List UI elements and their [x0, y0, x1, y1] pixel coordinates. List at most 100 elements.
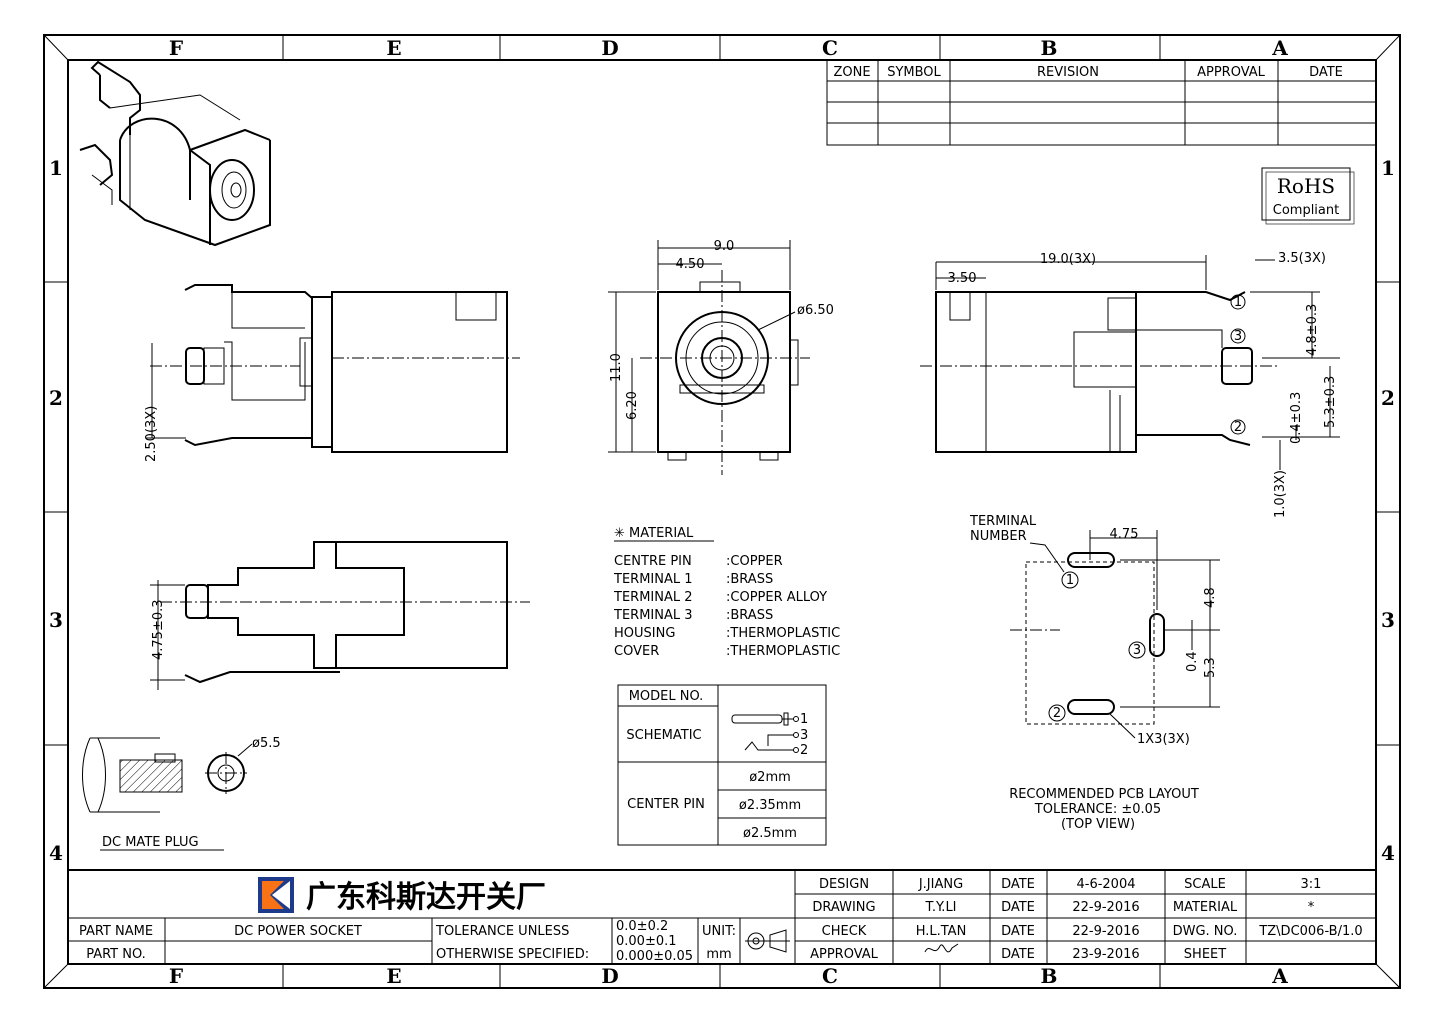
zone-bottom-f: F — [169, 964, 183, 988]
right-pin-1: 1 — [1234, 295, 1242, 310]
pcb-terminal-label-2: NUMBER — [970, 529, 1027, 544]
isometric-view — [79, 60, 271, 247]
title-block: 广东科斯达开关厂 DESIGN J.JIANG DATE 4-6-2004 SC… — [68, 869, 1376, 964]
pcb-caption-2: TOLERANCE: ±0.05 — [1034, 802, 1161, 817]
company-name: 广东科斯达开关厂 — [306, 880, 546, 915]
tb-part-no-lbl: PART NO. — [86, 947, 146, 962]
schematic-label: SCHEMATIC — [626, 728, 701, 743]
material-part-0: CENTRE PIN — [614, 554, 692, 569]
right-pin-2: 2 — [1234, 420, 1242, 435]
tb-drawing-date: 22-9-2016 — [1072, 900, 1139, 915]
material-part-4: HOUSING — [614, 626, 675, 641]
tb-scale: SCALE — [1184, 877, 1226, 892]
zone-top-c: C — [822, 36, 838, 60]
rohs-subtitle: Compliant — [1273, 203, 1339, 218]
row-right-2: 2 — [1381, 386, 1395, 410]
row-right-4: 4 — [1381, 841, 1395, 865]
right-dim-length: 19.0(3X) — [1040, 252, 1096, 267]
front-dim-width: 9.0 — [714, 239, 735, 254]
tb-drawing-by: T.Y.LI — [924, 900, 956, 915]
front-view: 9.0 4.50 11.0 6.20 ø6.50 — [608, 239, 834, 475]
rev-header-approval: APPROVAL — [1197, 65, 1266, 80]
revision-table: ZONE SYMBOL REVISION APPROVAL DATE — [826, 59, 1377, 146]
tb-dwg-no: DWG. NO. — [1173, 924, 1238, 939]
schematic-symbol: 1 3 2 — [731, 712, 808, 758]
mate-plug-label: DC MATE PLUG — [102, 835, 199, 850]
tb-sheet: SHEET — [1184, 947, 1226, 962]
pcb-pin-1: 1 — [1066, 573, 1074, 588]
material-value-0: :COPPER — [726, 554, 783, 569]
pin-size-1: ø2.35mm — [739, 798, 801, 813]
tb-check-date-lbl: DATE — [1001, 924, 1035, 939]
tb-tol-2: OTHERWISE SPECIFIED: — [436, 947, 589, 962]
tb-check-by: H.L.TAN — [916, 924, 967, 939]
row-left-2: 2 — [49, 386, 63, 410]
tb-part-name-lbl: PART NAME — [79, 924, 153, 939]
front-dim-center: 6.20 — [625, 391, 640, 420]
right-dim-b: 5.3±0.3 — [1323, 376, 1338, 428]
mate-plug: ø5.5 DC MATE PLUG — [82, 736, 281, 851]
zone-bottom-e: E — [386, 964, 401, 988]
sch-label-3: 3 — [800, 728, 808, 743]
front-dim-dia: ø6.50 — [797, 303, 834, 318]
pcb-pin-2: 2 — [1053, 706, 1061, 721]
tb-scale-val: 3:1 — [1301, 877, 1322, 892]
rohs-badge: RoHS Compliant — [1261, 167, 1355, 225]
pcb-layout: 4.75 4.8 0.4 5.3 1 3 2 TERMINAL NUMBER 1… — [969, 514, 1220, 832]
zone-bottom-d: D — [601, 964, 618, 988]
pin-size-0: ø2mm — [749, 770, 791, 785]
sch-label-1: 1 — [800, 712, 808, 727]
material-value-3: :BRASS — [726, 608, 773, 623]
zone-dividers — [44, 35, 1400, 988]
right-dim-tip: 3.5(3X) — [1278, 251, 1326, 266]
rev-header-date: DATE — [1309, 65, 1343, 80]
zone-bottom-a: A — [1271, 964, 1288, 988]
material-part-2: TERMINAL 2 — [613, 590, 693, 605]
pcb-pin-3: 3 — [1133, 643, 1141, 658]
material-part-3: TERMINAL 3 — [613, 608, 693, 623]
tb-tol-b: 0.00±0.1 — [616, 934, 677, 949]
bottom-dim-width: 4.75±0.3 — [151, 599, 166, 660]
tb-tol-c: 0.000±0.05 — [616, 949, 693, 964]
tb-dwg-no-val: TZ\DC006-B/1.0 — [1258, 924, 1362, 939]
zone-top-a: A — [1271, 36, 1288, 60]
zone-bottom-c: C — [822, 964, 838, 988]
row-left-1: 1 — [49, 156, 63, 180]
company-logo-icon — [258, 877, 294, 913]
tb-material-val: * — [1308, 900, 1315, 915]
tb-unit-val: mm — [706, 947, 731, 962]
tb-drawing-date-lbl: DATE — [1001, 900, 1035, 915]
row-right-3: 3 — [1381, 608, 1395, 632]
rev-header-symbol: SYMBOL — [887, 65, 941, 80]
sch-label-2: 2 — [800, 743, 808, 758]
tb-unit-lbl: UNIT: — [702, 924, 736, 939]
row-left-4: 4 — [49, 841, 63, 865]
tb-design-date: 4-6-2004 — [1076, 877, 1135, 892]
row-left-3: 3 — [49, 608, 63, 632]
pcb-dim-b: 5.3 — [1203, 657, 1218, 678]
model-no-label: MODEL NO. — [629, 689, 704, 704]
tb-tol-1: TOLERANCE UNLESS — [435, 924, 569, 939]
zone-top-d: D — [601, 36, 618, 60]
zone-top-f: F — [169, 36, 183, 60]
tb-approval: APPROVAL — [810, 947, 879, 962]
right-dim-left: 3.50 — [948, 271, 977, 286]
side-dim-pitch: 2.50(3X) — [144, 406, 159, 462]
material-value-4: :THERMOPLASTIC — [726, 626, 840, 641]
pcb-slot: 1X3(3X) — [1137, 732, 1190, 747]
mate-plug-dia: ø5.5 — [252, 736, 281, 751]
row-right-1: 1 — [1381, 156, 1395, 180]
center-pin-label: CENTER PIN — [627, 797, 705, 812]
tb-approval-date: 23-9-2016 — [1072, 947, 1139, 962]
zone-bottom-b: B — [1041, 964, 1058, 988]
projection-symbol-icon — [745, 929, 790, 953]
pcb-dim-h: 4.8 — [1203, 587, 1218, 608]
model-table: MODEL NO. SCHEMATIC CENTER PIN ø2mm ø2.3… — [617, 684, 827, 846]
tb-check-date: 22-9-2016 — [1072, 924, 1139, 939]
material-value-1: :BRASS — [726, 572, 773, 587]
pcb-caption-1: RECOMMENDED PCB LAYOUT — [1009, 787, 1199, 802]
tb-check: CHECK — [822, 924, 867, 939]
tb-design: DESIGN — [819, 877, 869, 892]
rev-header-zone: ZONE — [833, 65, 870, 80]
right-pin-3: 3 — [1234, 329, 1242, 344]
